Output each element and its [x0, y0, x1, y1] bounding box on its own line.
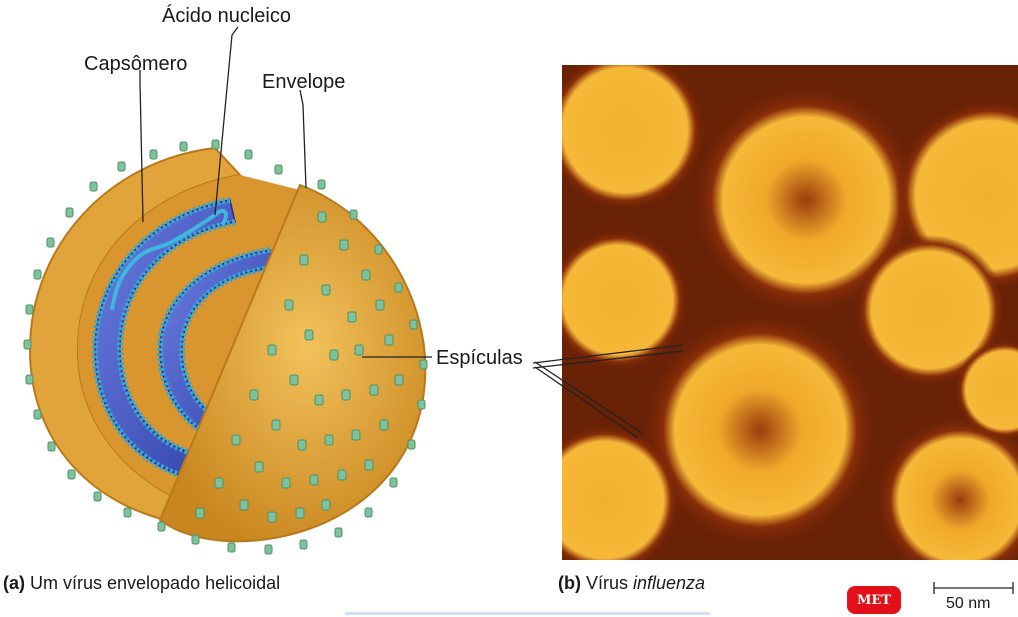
label-envelope: Envelope [262, 71, 345, 94]
caption-a: (a) Um vírus envelopado helicoidal [3, 573, 280, 594]
met-badge: MET [847, 586, 901, 614]
label-especulas: Espículas [436, 347, 523, 370]
caption-b-text: Vírus [581, 573, 633, 593]
caption-b: (b) Vírus influenza [558, 573, 705, 594]
caption-a-text: Um vírus envelopado helicoidal [25, 573, 280, 593]
divider-bar [345, 612, 710, 615]
label-acido-nucleico: Ácido nucleico [162, 5, 291, 28]
influenza-micrograph [530, 50, 1018, 585]
label-capsomero: Capsômero [84, 53, 187, 76]
caption-a-letter: (a) [3, 573, 25, 593]
virus-illustration [24, 140, 427, 554]
caption-b-italic: influenza [633, 573, 705, 593]
scale-bar-label: 50 nm [946, 595, 990, 613]
caption-b-letter: (b) [558, 573, 581, 593]
